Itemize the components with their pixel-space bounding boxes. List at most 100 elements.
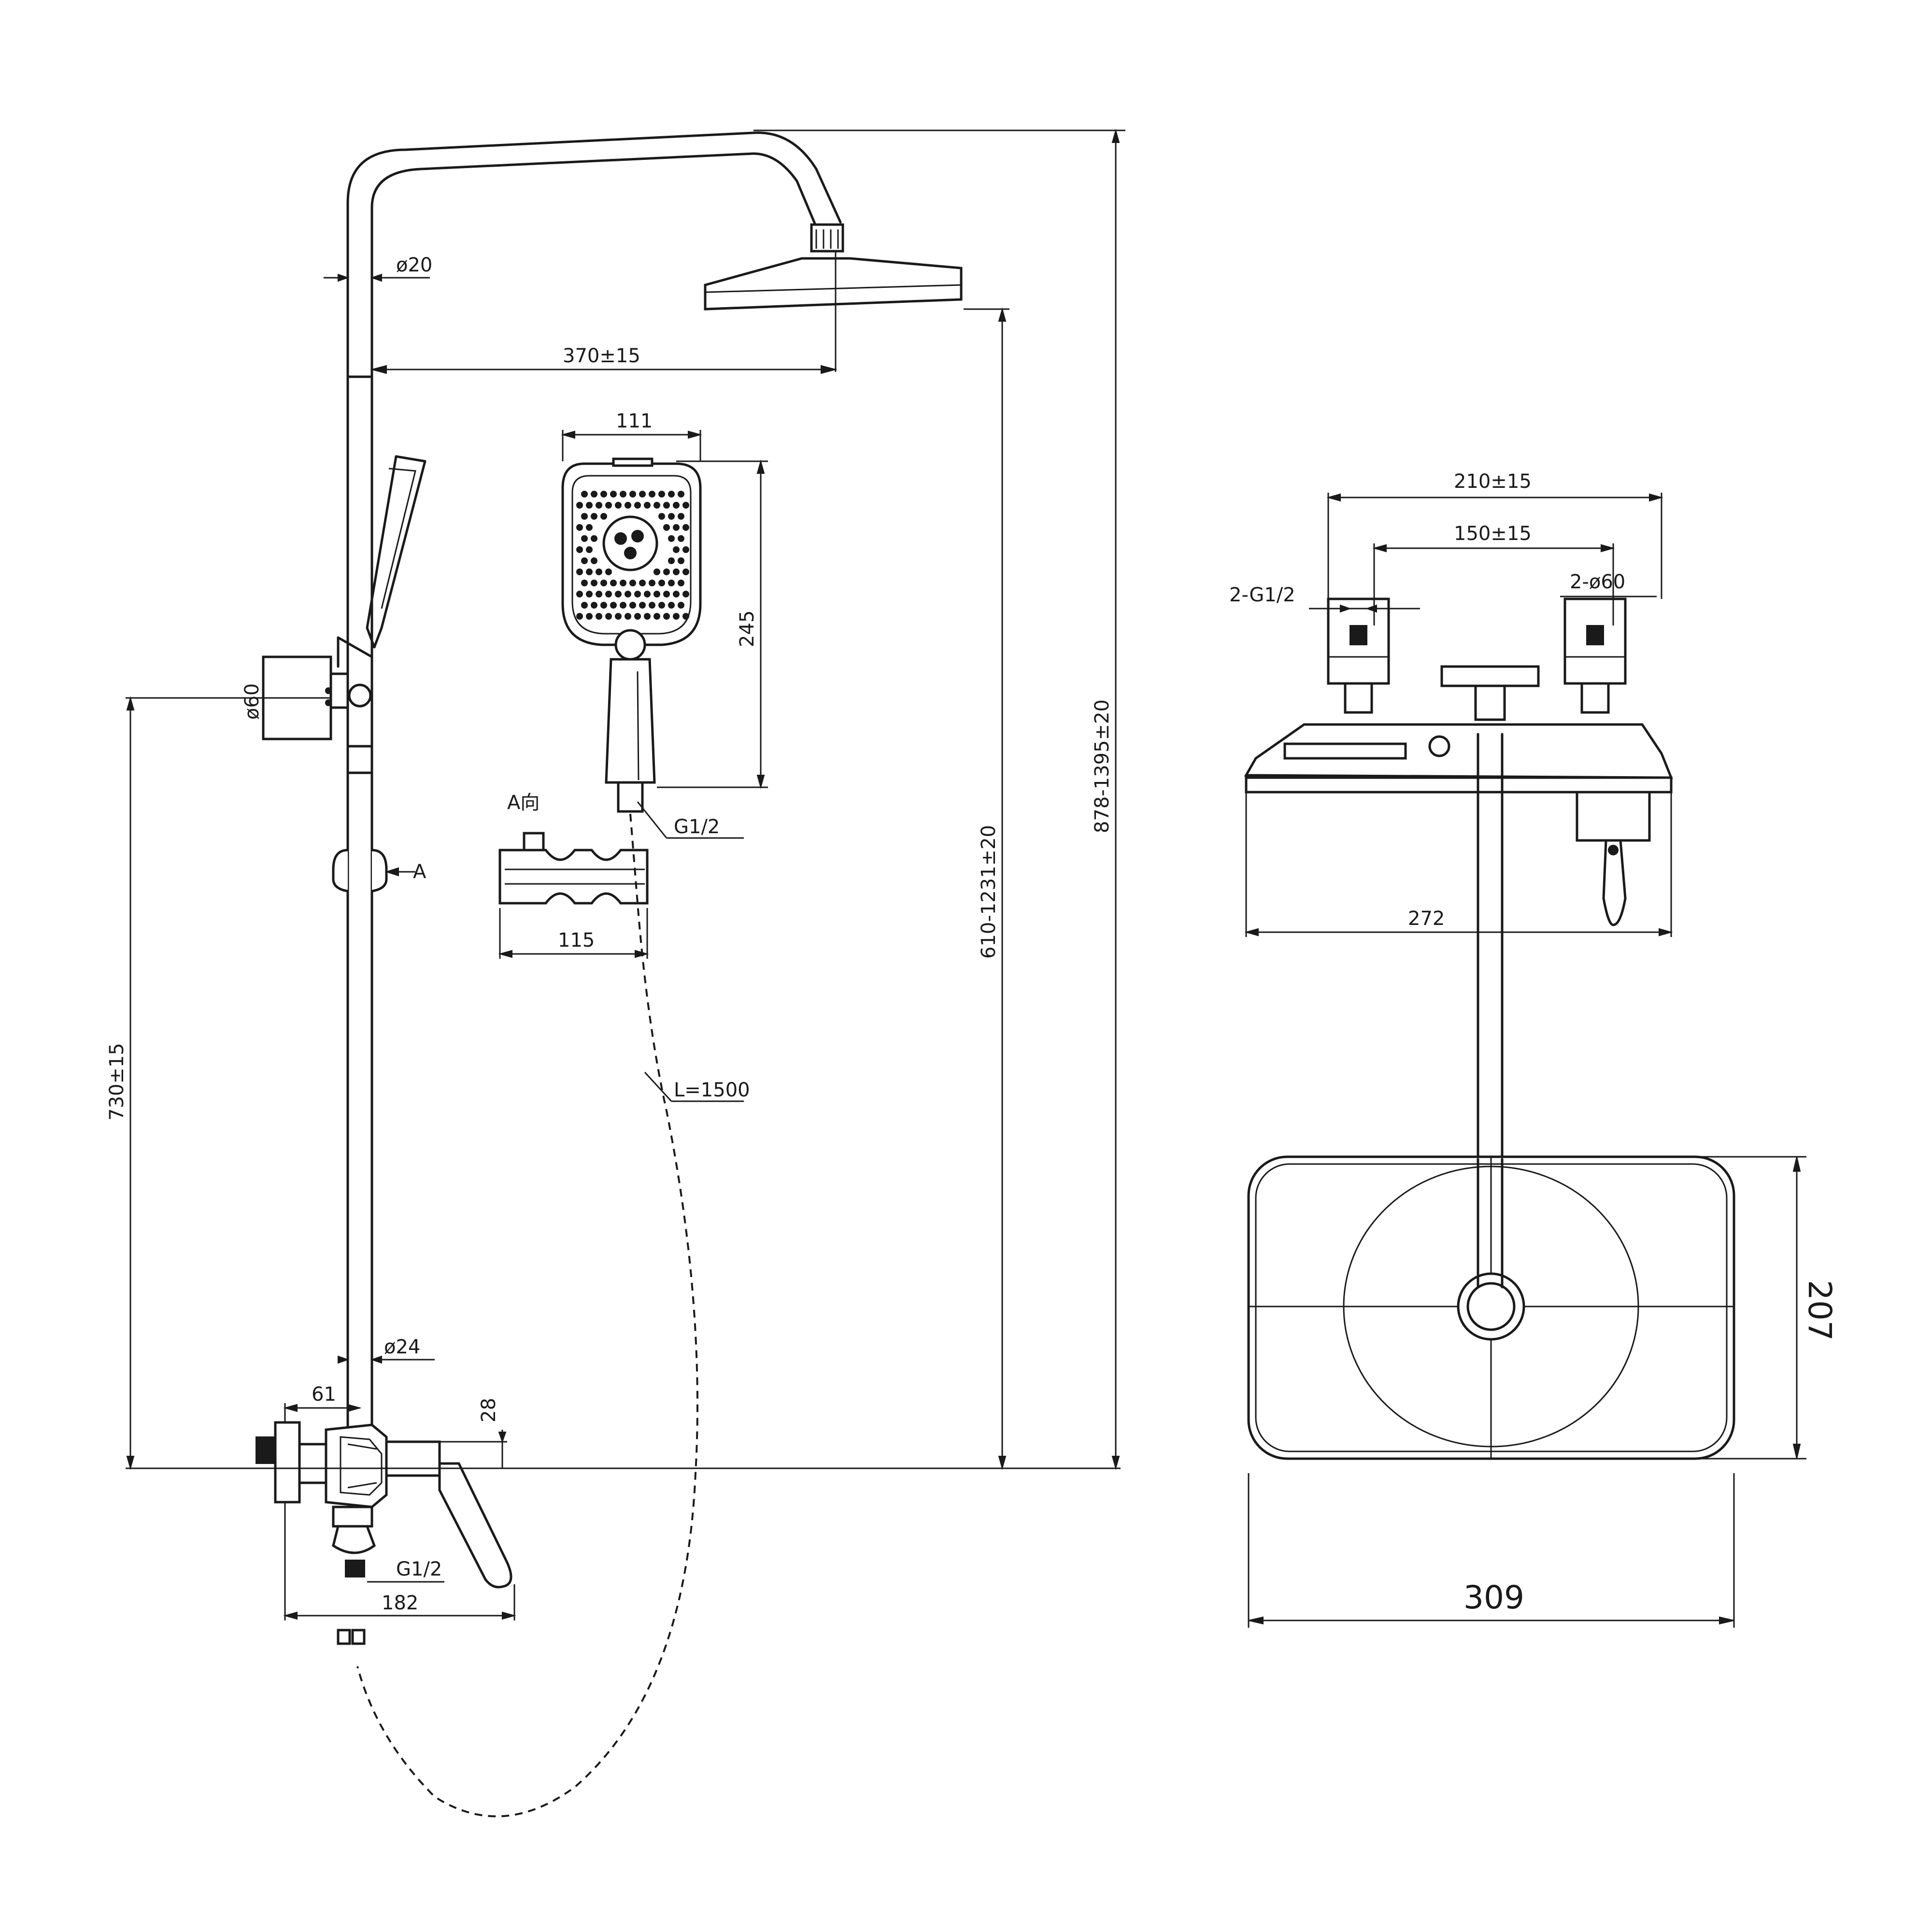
nozzle-dot — [620, 580, 626, 586]
nozzle-dot — [668, 535, 675, 542]
nozzle-dot — [576, 524, 583, 531]
nozzle-dot — [586, 546, 593, 553]
nozzle-dot — [600, 580, 607, 586]
dim-inlet-offset: 61 — [312, 1383, 336, 1406]
nozzle-dot — [668, 580, 675, 586]
nozzle-dot — [605, 502, 612, 509]
dim-head-height-range: 610-1231±20 — [978, 825, 1000, 959]
nozzle-dot — [610, 602, 617, 609]
nozzle-dot — [639, 602, 646, 609]
nozzle-dot — [634, 613, 641, 620]
nozzle-dot — [591, 491, 597, 497]
nozzle-dot — [653, 502, 660, 509]
slide-bracket-side — [332, 849, 388, 893]
nozzle-dot — [649, 602, 655, 609]
nozzle-dot — [610, 580, 617, 586]
mixer-top-view — [1244, 597, 1673, 926]
nozzle-dot — [629, 580, 636, 586]
nozzle-dot — [600, 491, 607, 497]
nozzle-dot — [625, 613, 631, 620]
nozzle-dot — [586, 568, 593, 575]
dim-head-width: 309 — [1463, 1579, 1524, 1616]
nozzle-dot — [576, 613, 583, 620]
nozzle-dot — [663, 524, 670, 531]
nozzle-dot — [591, 557, 597, 564]
nozzle-dot — [658, 513, 665, 520]
dim-holder-width: 115 — [558, 929, 595, 952]
nozzle-dot — [682, 613, 689, 620]
dim-riser-diameter: ø24 — [384, 1336, 420, 1358]
dim-overall-height-range: 878-1395±20 — [1091, 699, 1113, 833]
nozzle-dot — [634, 502, 641, 509]
nozzle-dot — [586, 591, 593, 597]
dim-centers-max: 210±15 — [1454, 470, 1532, 493]
handshower-nozzle-grid — [576, 491, 689, 620]
nozzle-dot — [649, 580, 655, 586]
nozzle-dot — [605, 613, 612, 620]
nozzle-dot — [678, 491, 684, 497]
nozzle-dot — [629, 491, 636, 497]
nozzle-dot — [682, 524, 689, 531]
nozzle-dot — [596, 613, 602, 620]
nozzle-dot — [658, 580, 665, 586]
nozzle-dot — [649, 491, 655, 497]
nozzle-dot — [634, 591, 641, 597]
nozzle-dot — [581, 491, 588, 497]
dim-outlet-offset: 28 — [478, 1398, 500, 1422]
nozzle-dot — [682, 502, 689, 509]
nozzle-dot — [644, 613, 651, 620]
dimension-labels: ø20 370±15 111 245 G1/2 A向 A 115 L=1500 … — [106, 254, 1838, 1616]
nozzle-dot — [620, 602, 626, 609]
dim-handshower-length: 245 — [736, 611, 758, 647]
nozzle-dot — [653, 568, 660, 575]
nozzle-dot — [682, 591, 689, 597]
nozzle-dot — [668, 491, 675, 497]
nozzle-dot — [673, 591, 680, 597]
rain-shower-head — [704, 223, 963, 311]
nozzle-dot — [576, 568, 583, 575]
handshower-front-view — [561, 457, 702, 813]
dim-inlet-threads: 2-G1/2 — [1229, 584, 1295, 606]
nozzle-dot — [644, 502, 651, 509]
dim-mixer-projection: 182 — [382, 1592, 418, 1614]
nozzle-dot — [658, 491, 665, 497]
dim-arm-diameter: ø20 — [396, 254, 432, 276]
nozzle-dot — [581, 602, 588, 609]
nozzle-dot — [663, 502, 670, 509]
nozzle-dot — [658, 602, 665, 609]
dim-arm-reach: 370±15 — [563, 345, 640, 367]
nozzle-dot — [581, 580, 588, 586]
nozzle-dot — [663, 613, 670, 620]
nozzle-dot — [678, 602, 684, 609]
handshower-side-view — [262, 455, 426, 774]
hose-path — [356, 813, 698, 1818]
nozzle-dot — [591, 513, 597, 520]
nozzle-dot — [653, 591, 660, 597]
nozzle-dot — [673, 568, 680, 575]
nozzle-dot — [600, 602, 607, 609]
nozzle-dot — [629, 602, 636, 609]
nozzle-dot — [615, 502, 622, 509]
nozzle-dot — [668, 557, 675, 564]
nozzle-dot — [576, 591, 583, 597]
nozzle-dot — [678, 513, 684, 520]
nozzle-dot — [663, 568, 670, 575]
nozzle-dot — [668, 602, 675, 609]
nozzle-dot — [586, 613, 593, 620]
nozzle-dot — [581, 513, 588, 520]
handshower-holder-a-view — [498, 832, 649, 905]
nozzle-dot — [605, 568, 612, 575]
nozzle-dot — [673, 524, 680, 531]
dim-hose-length: L=1500 — [674, 1079, 750, 1101]
nozzle-dot — [576, 546, 583, 553]
nozzle-dot — [625, 502, 631, 509]
nozzle-dot — [596, 502, 602, 509]
nozzle-dot — [600, 513, 607, 520]
nozzle-dot — [663, 591, 670, 597]
nozzle-dot — [581, 557, 588, 564]
nozzle-dot — [620, 491, 626, 497]
nozzle-dot — [673, 613, 680, 620]
dim-mixer-width: 272 — [1408, 908, 1445, 930]
nozzle-dot — [625, 591, 631, 597]
nozzle-dot — [586, 524, 593, 531]
